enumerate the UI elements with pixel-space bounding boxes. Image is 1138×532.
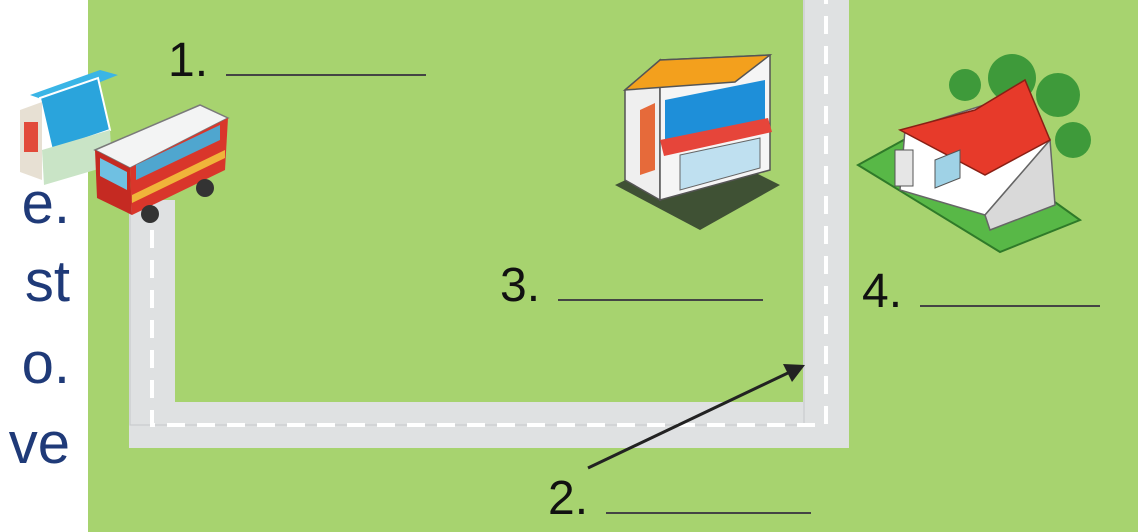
label-3-blank[interactable]: [558, 263, 763, 301]
shop-icon: [615, 55, 780, 230]
label-3: 3.: [500, 262, 763, 310]
label-4: 4.: [862, 265, 1100, 316]
label-4-blank[interactable]: [920, 265, 1100, 307]
label-1-number: 1.: [168, 37, 208, 85]
label-4-number: 4.: [862, 268, 902, 316]
label-1-blank[interactable]: [226, 36, 426, 76]
label-2: 2.: [548, 470, 811, 523]
label-2-blank[interactable]: [606, 470, 811, 514]
label-2-number: 2.: [548, 475, 588, 523]
house-icon: [858, 54, 1091, 252]
label-1: 1.: [168, 36, 426, 85]
label-3-number: 3.: [500, 262, 540, 310]
